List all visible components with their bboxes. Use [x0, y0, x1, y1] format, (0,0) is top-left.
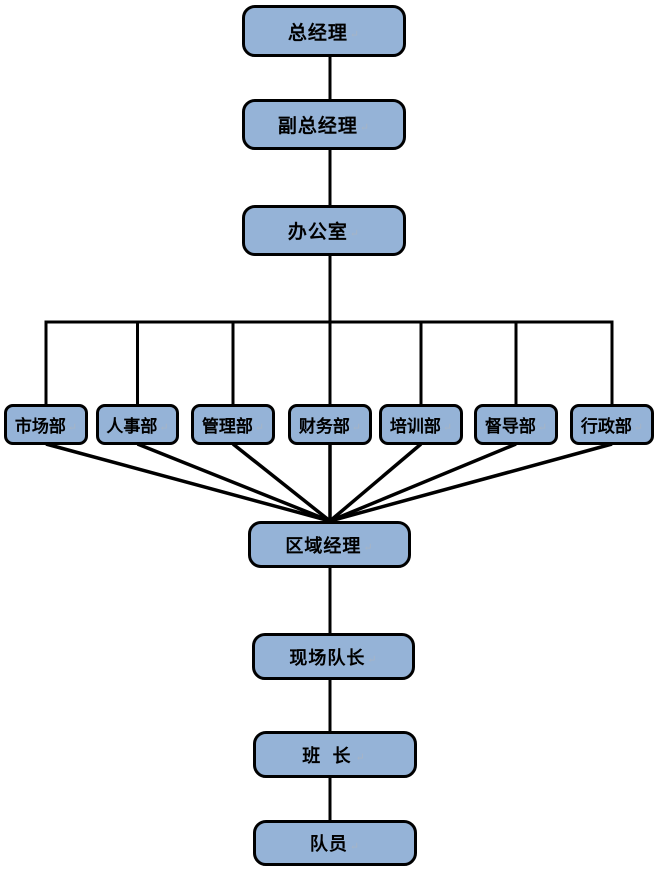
- node-general-manager: 总经理↵: [242, 5, 406, 57]
- connector-line-group: [44, 56, 614, 821]
- node-management-dept: 管理部↵: [191, 404, 275, 445]
- connector-line: [329, 442, 613, 523]
- node-squad-leader: 班 长↵: [253, 731, 417, 778]
- paragraph-mark: ↵: [349, 839, 361, 853]
- node-supervision-dept: 督导部↵: [474, 404, 558, 445]
- node-label: 市场部: [14, 417, 66, 437]
- connector-line: [136, 442, 331, 523]
- node-label: 总经理: [287, 21, 348, 44]
- node-label: 办公室: [287, 221, 348, 243]
- node-admin-dept: 行政部↵: [570, 404, 654, 445]
- connector-line: [329, 442, 517, 523]
- node-deputy-general-manager: 副总经理↵: [242, 99, 406, 150]
- node-label: 培训部: [389, 417, 441, 437]
- fan-line-group: [45, 442, 613, 523]
- paragraph-mark: ↵: [442, 421, 453, 434]
- node-label: 财务部: [298, 417, 350, 437]
- node-site-captain: 现场队长↵: [252, 633, 415, 680]
- node-label: 队员: [309, 834, 348, 855]
- connector-line: [45, 442, 331, 523]
- paragraph-mark: ↵: [355, 751, 368, 764]
- node-label: 管理部: [201, 417, 253, 437]
- paragraph-mark: ↵: [254, 421, 265, 434]
- node-label: 督导部: [484, 417, 536, 437]
- paragraph-mark: ↵: [159, 421, 169, 434]
- node-label: 区域经理: [285, 535, 362, 557]
- paragraph-mark: ↵: [351, 421, 362, 434]
- paragraph-mark: ↵: [349, 227, 361, 240]
- connector-line: [231, 442, 332, 523]
- node-label: 现场队长: [289, 647, 366, 669]
- connector-line: [328, 442, 423, 523]
- node-finance-dept: 财务部↵: [288, 404, 372, 445]
- node-hr-dept: 人事部↵: [96, 404, 179, 445]
- node-label: 班 长: [302, 745, 354, 767]
- node-label: 人事部: [106, 417, 158, 437]
- paragraph-mark: ↵: [349, 27, 361, 41]
- paragraph-mark: ↵: [367, 653, 378, 666]
- paragraph-mark: ↵: [67, 421, 78, 434]
- node-office: 办公室↵: [242, 205, 406, 256]
- paragraph-mark: ↵: [633, 421, 644, 434]
- node-label: 行政部: [580, 417, 632, 437]
- paragraph-mark: ↵: [363, 541, 374, 554]
- node-team-member: 队员↵: [253, 820, 417, 866]
- node-regional-manager: 区域经理↵: [248, 521, 411, 568]
- paragraph-mark: ↵: [537, 421, 548, 434]
- node-training-dept: 培训部↵: [379, 404, 463, 445]
- node-label: 副总经理: [277, 115, 358, 137]
- node-marketing-dept: 市场部↵: [4, 404, 88, 445]
- paragraph-mark: ↵: [359, 121, 371, 134]
